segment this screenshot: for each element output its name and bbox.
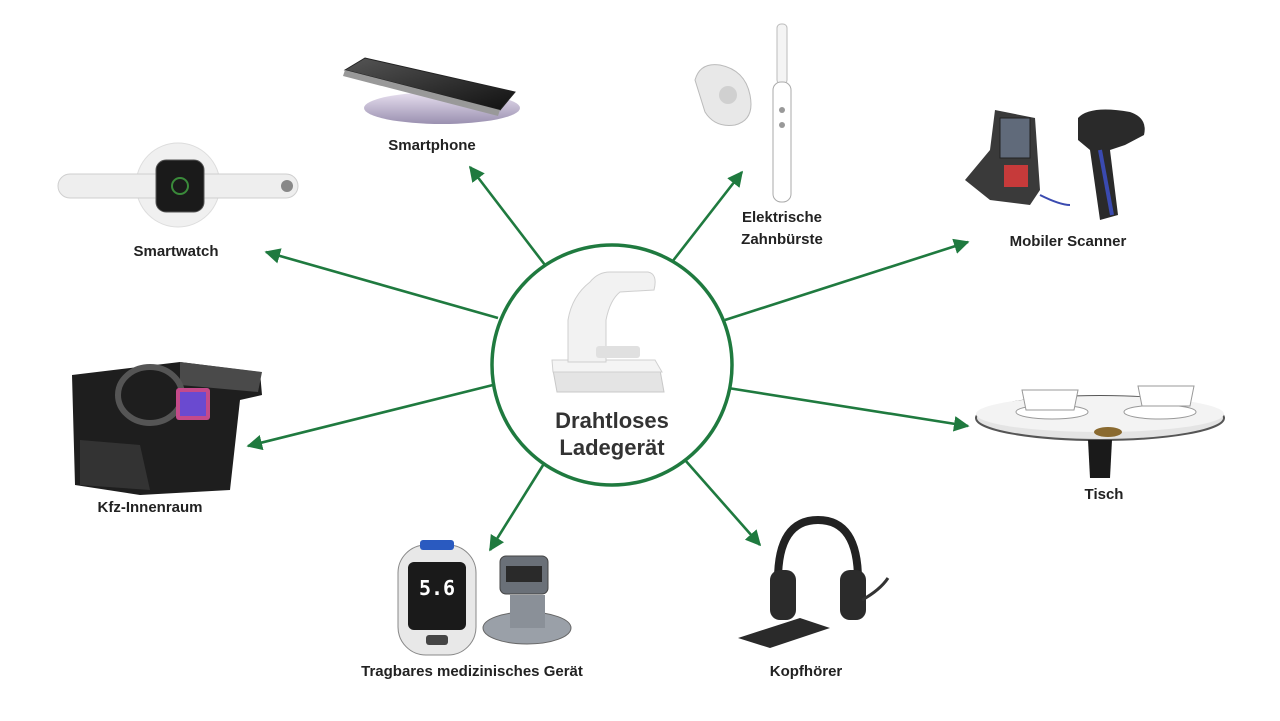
scanner-label: Mobiler Scanner (1010, 233, 1127, 250)
arrows (246, 165, 970, 552)
car-node: Kfz-Innenraum (72, 362, 262, 516)
table-label: Tisch (1085, 486, 1124, 503)
smartphone-node: Smartphone (343, 57, 520, 154)
arrow-to-toothbrush (670, 170, 744, 263)
smartphone-icon (343, 57, 520, 124)
arrow-to-medical (488, 461, 547, 552)
table-icon (975, 385, 1225, 478)
car-label: Kfz-Innenraum (98, 499, 203, 516)
scanner-node: Mobiler Scanner (965, 109, 1145, 250)
smartwatch-label: Smartwatch (133, 243, 218, 260)
headphones-node: Kopfhörer (738, 515, 890, 680)
arrow-to-smartphone (468, 165, 547, 266)
headphones-icon (738, 515, 890, 648)
arrow-to-scanner (724, 238, 970, 322)
scanner-icon (965, 109, 1145, 220)
table-node: Tisch (975, 385, 1225, 503)
toothbrush-icon (694, 23, 792, 203)
toothbrush-label-line2: Zahnbürste (741, 231, 823, 248)
arrow-to-table (727, 386, 970, 432)
center-label-line2: Ladegerät (559, 435, 665, 460)
smartwatch-node: Smartwatch (57, 142, 299, 260)
charger-stand-icon (551, 271, 665, 393)
smartphone-label: Smartphone (388, 137, 476, 154)
car-interior-icon (72, 362, 262, 495)
glucose-meter-icon: 5.6 (397, 540, 572, 656)
medical-node: 5.6 Tragbares medizinisches Gerät (361, 540, 583, 680)
glucose-reading: 5.6 (419, 576, 455, 600)
center-node: Drahtloses Ladegerät (490, 243, 734, 487)
center-label-line1: Drahtloses (555, 408, 669, 433)
arrow-to-smartwatch (264, 248, 499, 320)
toothbrush-label-line1: Elektrische (742, 209, 822, 226)
toothbrush-node: Elektrische Zahnbürste (694, 23, 823, 248)
arrow-to-car (246, 383, 494, 451)
smartwatch-icon (57, 142, 299, 228)
arrow-to-headphones (684, 459, 762, 547)
headphones-label: Kopfhörer (770, 663, 843, 680)
medical-label: Tragbares medizinisches Gerät (361, 663, 583, 680)
